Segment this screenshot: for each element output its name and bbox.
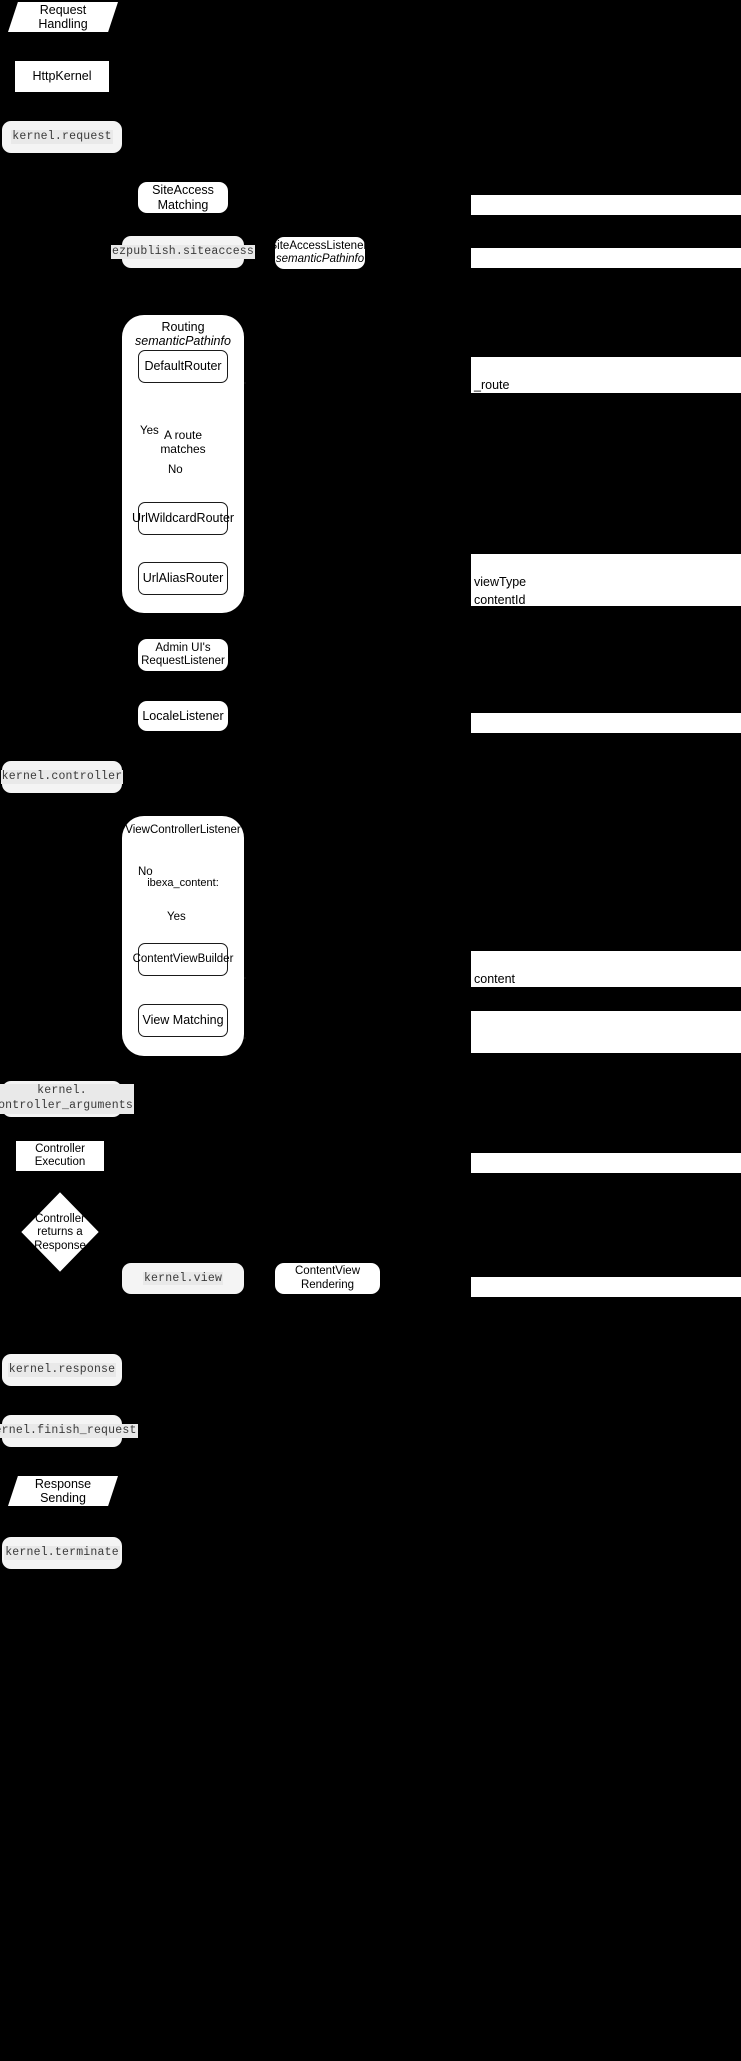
attr-response-view: response/view	[471, 1153, 741, 1188]
node-url-wildcard-router: UrlWildcardRouter	[132, 502, 234, 535]
attr-content-location: content location	[471, 951, 741, 1004]
edge-label-route-no: No	[168, 464, 183, 476]
node-admin-ui-request-listener-label: Admin UI's RequestListener	[141, 641, 225, 667]
container-vcl-title-wrap: ViewControllerListener	[122, 816, 244, 842]
node-content-view-builder: ContentViewBuilder	[133, 943, 233, 976]
phase-request-handling: Request Handling	[8, 2, 118, 32]
node-content-view-rendering-label: ContentView Rendering	[295, 1265, 360, 1291]
attr-semanticpathinfo: semanticPathinfo	[471, 248, 741, 283]
node-siteaccess-listener: SiteAccessListener:semanticPathinfo	[270, 237, 371, 269]
event-kernel-controller-arguments-label: kernel. controller_arguments	[0, 1084, 135, 1114]
event-kernel-finish-request-label: kernel.finish_request	[0, 1424, 138, 1438]
phase-response-sending: Response Sending	[8, 1476, 118, 1506]
container-vcl-title-label: ViewControllerListener	[125, 824, 241, 836]
attr-view-label: view	[474, 1054, 500, 1069]
attr-locale: _locale	[471, 713, 741, 748]
node-content-view-builder-label: ContentViewBuilder	[132, 952, 234, 965]
node-url-alias-router-label: UrlAliasRouter	[142, 571, 224, 586]
attr-route-controller-label: _route _controller	[474, 378, 533, 411]
attr-locale-label: _locale	[474, 734, 514, 749]
node-siteaccess-listener-label: SiteAccessListener:semanticPathinfo	[269, 239, 371, 265]
event-kernel-terminate-label: kernel.terminate	[4, 1546, 120, 1560]
event-kernel-terminate: kernel.terminate	[2, 1537, 122, 1569]
node-http-kernel-label: HttpKernel	[32, 69, 92, 84]
attr-response-view-label: response/view	[474, 1174, 554, 1189]
node-view-matching-label: View Matching	[142, 1013, 224, 1028]
decision-controller-returns-response: Controller returns a Response	[26, 1210, 94, 1256]
node-http-kernel: HttpKernel	[15, 61, 109, 92]
event-kernel-view-label: kernel.view	[142, 1271, 224, 1286]
node-locale-listener: LocaleListener	[138, 701, 228, 731]
event-kernel-response: kernel.response	[2, 1354, 122, 1386]
container-routing-title-wrap: Routing semanticPathinfo (ChainRouter)	[122, 315, 244, 363]
node-default-router: DefaultRouter	[138, 350, 228, 383]
phase-response-sending-label: Response Sending	[34, 1476, 92, 1505]
node-locale-listener-label: LocaleListener	[142, 708, 224, 723]
event-kernel-request-label: kernel.request	[11, 130, 113, 144]
event-kernel-controller: kernel.controller	[0, 761, 124, 793]
node-controller-execution: Controller Execution	[16, 1141, 104, 1171]
edge-label-route-yes: Yes	[140, 425, 159, 437]
event-kernel-request: kernel.request	[2, 121, 122, 153]
node-siteaccess-matching: SiteAccess Matching	[138, 182, 228, 213]
decision-route-matches-label: A route matches	[160, 428, 206, 456]
container-vcl-title: ViewControllerListener	[122, 824, 244, 837]
attr-view-content-location: viewType contentId locationId	[471, 554, 741, 625]
event-kernel-controller-label: kernel.controller	[0, 770, 124, 784]
attr-response: response	[471, 1277, 741, 1312]
node-controller-execution-label: Controller Execution	[34, 1142, 86, 1168]
attr-route-controller: _route _controller	[471, 357, 741, 410]
event-kernel-response-label: kernel.response	[7, 1363, 117, 1377]
node-admin-ui-request-listener: Admin UI's RequestListener	[138, 639, 228, 671]
attr-view: view	[471, 1033, 741, 1068]
attr-response-label: response	[474, 1298, 526, 1313]
node-default-router-label: DefaultRouter	[144, 359, 222, 374]
attr-siteaccess: siteaccess	[471, 195, 741, 230]
decision-ibexa-content-label: ibexa_content:	[147, 876, 219, 889]
event-kernel-controller-arguments: kernel. controller_arguments	[0, 1081, 135, 1117]
edge-label-ibexa-no: No	[138, 866, 153, 878]
node-view-matching: View Matching	[138, 1004, 228, 1037]
node-content-view-rendering: ContentView Rendering	[275, 1263, 380, 1294]
decision-route-matches: A route matches	[148, 415, 218, 470]
attr-content-location-label: content location	[474, 972, 518, 1005]
attr-siteaccess-label: siteaccess	[474, 216, 533, 231]
node-siteaccess-matching-label: SiteAccess Matching	[152, 183, 214, 212]
event-ezpublish-siteaccess: ezpublish.siteaccess	[110, 236, 256, 268]
node-url-alias-router: UrlAliasRouter	[138, 562, 228, 595]
decision-controller-returns-response-label: Controller returns a Response	[34, 1213, 86, 1252]
phase-request-handling-label: Request Handling	[38, 2, 88, 31]
event-kernel-view: kernel.view	[122, 1263, 244, 1294]
node-url-wildcard-router-label: UrlWildcardRouter	[131, 511, 235, 526]
decision-ibexa-content: ibexa_content:	[144, 870, 222, 896]
attr-semanticpathinfo-label: semanticPathinfo	[474, 269, 570, 284]
event-kernel-finish-request: kernel.finish_request	[0, 1415, 138, 1447]
edge-label-ibexa-yes: Yes	[167, 911, 186, 923]
event-ezpublish-siteaccess-label: ezpublish.siteaccess	[110, 245, 256, 259]
attr-view-content-location-label: viewType contentId locationId	[474, 575, 528, 626]
